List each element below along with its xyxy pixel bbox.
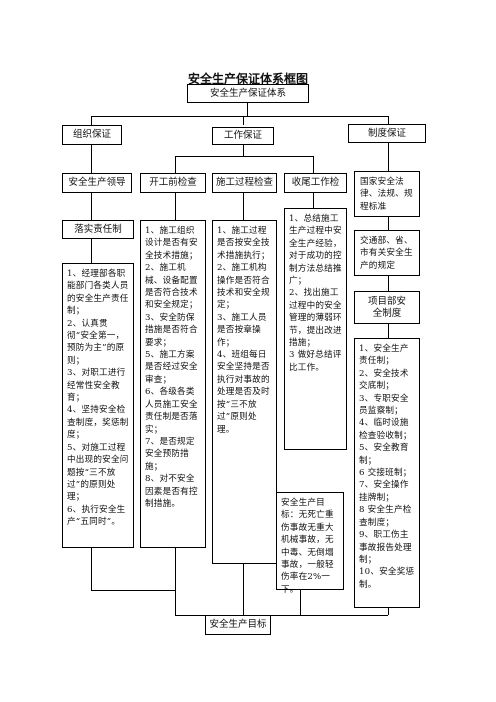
head-process-check: 施工过程检查 <box>212 173 277 193</box>
connector <box>175 156 176 173</box>
head-national-laws: 国家安全法律、法规、规程标准 <box>354 171 420 217</box>
connector <box>313 156 314 173</box>
final-detail: 1、总结施工生产过程中安全生产经验，对于成功的控制方法总结推广； 2、找出施工过… <box>284 208 347 450</box>
connector <box>91 239 92 263</box>
implement-responsibility: 落实责任制 <box>62 220 134 239</box>
diagram-title: 安全生产保证体系框图 <box>187 72 308 86</box>
org-detail: 1、经理部各职能部门各类人员的安全生产责任制； 2、认真贯彻“安全第一，预防为主… <box>62 263 134 548</box>
connector <box>388 324 389 338</box>
root-node: 安全生产保证体系 <box>187 84 309 103</box>
pre-check-detail: 1、施工组织设计是否有安全技术措施； 2、施工机械、设备配置是否符合技术和安全规… <box>140 220 206 548</box>
system-detail: 1、安全生产责任制； 2、安全技术交底制； 3、专职安全员监察制； 4、临时设施… <box>354 338 420 608</box>
connector <box>243 564 244 615</box>
connector <box>91 193 92 220</box>
connector <box>175 156 313 157</box>
connector <box>175 615 388 616</box>
connector <box>313 193 314 208</box>
connector <box>388 276 389 291</box>
connector <box>388 217 389 230</box>
connector <box>91 590 175 591</box>
connector <box>388 116 389 125</box>
connector <box>175 193 176 220</box>
connector <box>388 608 389 615</box>
connector <box>91 116 92 125</box>
branch-work: 工作保证 <box>212 127 274 145</box>
connector <box>300 590 301 615</box>
connector <box>175 590 176 615</box>
connector <box>91 145 92 173</box>
head-safety-leadership: 安全生产领导 <box>62 173 132 193</box>
connector <box>243 193 244 220</box>
head-pre-check: 开工前检查 <box>140 173 206 193</box>
connector <box>243 116 244 125</box>
goal-node: 安全生产目标 <box>205 615 271 635</box>
connector <box>175 548 176 590</box>
project-safety-system: 项目部安全制度 <box>354 291 420 324</box>
connector <box>388 143 389 171</box>
branch-org: 组织保证 <box>62 125 122 145</box>
connector <box>91 548 92 590</box>
branch-system: 制度保证 <box>348 124 426 143</box>
connector <box>247 103 248 116</box>
safety-target-box: 安全生产目标：无死亡重伤事故无重大机械事故，无中毒、无倒塌事故，一般轻伤率在2%… <box>276 492 344 595</box>
connector <box>243 145 244 156</box>
transport-regulations: 交通部、省、市有关安全生产的规定 <box>354 230 420 276</box>
process-detail: 1、施工过程是否按安全技术措施执行； 2、施工机构操作是否符合技术和安全规定； … <box>212 220 277 564</box>
connector <box>91 116 388 117</box>
head-final-check: 收尾工作检 <box>284 173 347 193</box>
